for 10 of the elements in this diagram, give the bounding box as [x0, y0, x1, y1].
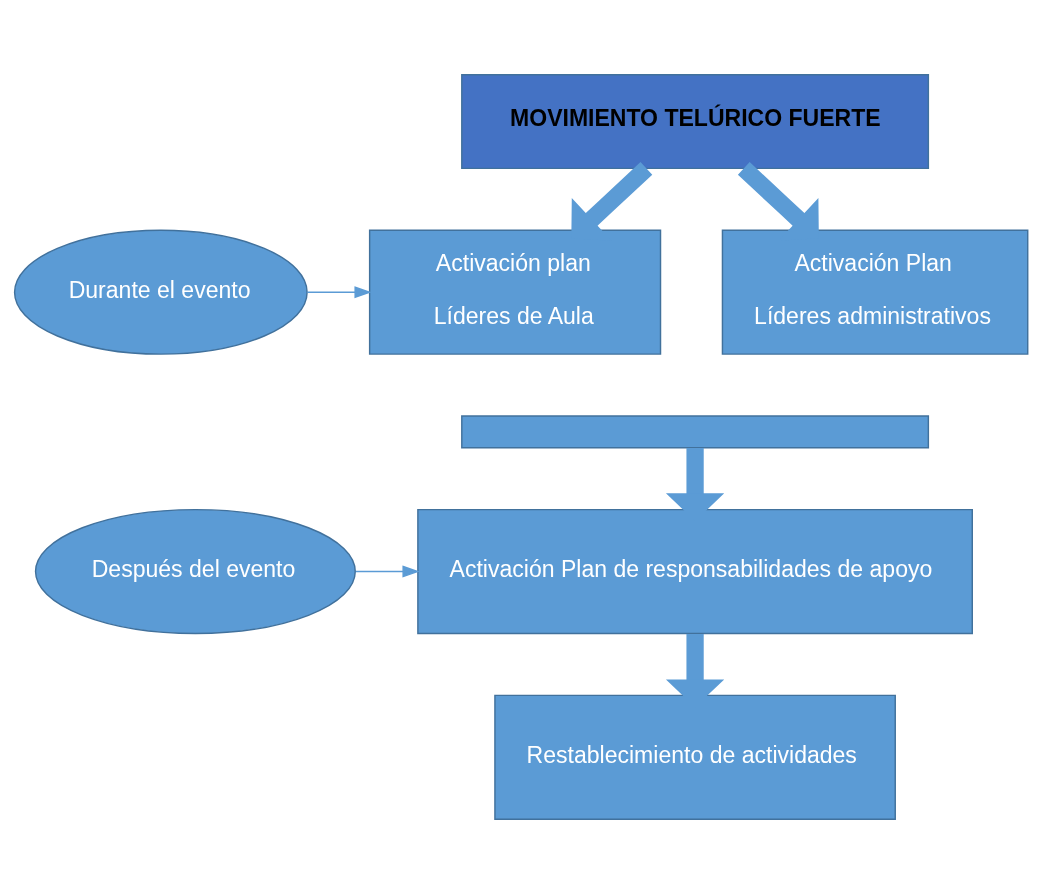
arrow: [355, 565, 420, 578]
node-box: MOVIMIENTO TELÚRICO FUERTE: [461, 74, 930, 170]
node-bar: [461, 415, 930, 449]
node-box: Activación Plan Líderes administrativos: [721, 229, 1029, 355]
node-ellipse: Después del evento: [34, 508, 356, 635]
node-box: Restablecimiento de actividades: [494, 694, 896, 820]
node-box: Activación plan Líderes de Aula: [368, 229, 662, 355]
node-ellipse: Durante el evento: [13, 229, 308, 355]
node-box: Activación Plan de responsabilidades de apoyo: [417, 508, 973, 635]
arrow: [306, 286, 372, 299]
